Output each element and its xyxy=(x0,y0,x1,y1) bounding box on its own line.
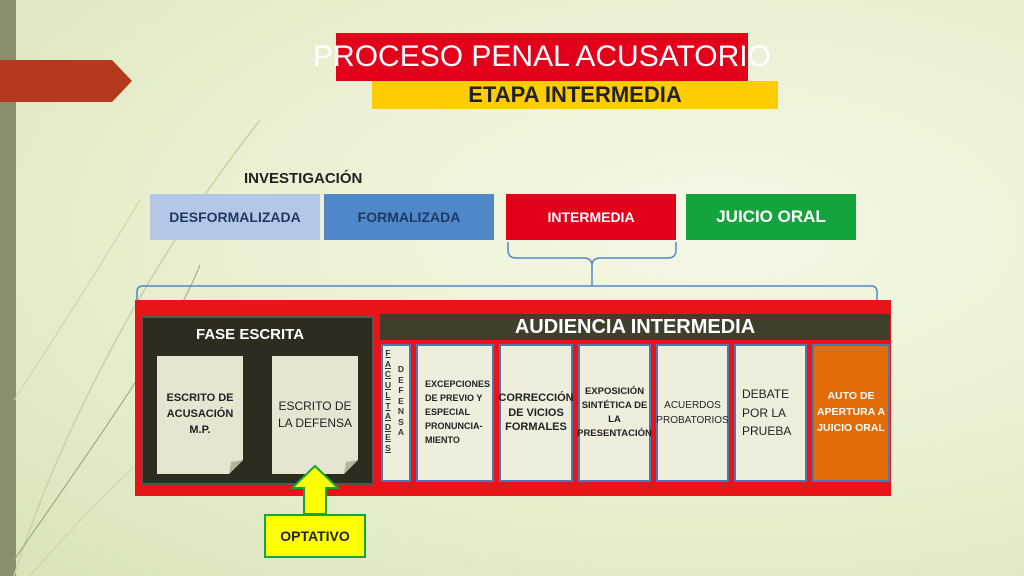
red-arrow-tab-icon xyxy=(0,60,132,102)
escrito-defensa-document: ESCRITO DE LA DEFENSA xyxy=(272,356,358,474)
up-arrow-icon xyxy=(290,464,340,515)
page-title: PROCESO PENAL ACUSATORIO xyxy=(313,33,771,81)
excepciones-box: EXCEPCIONES DE PREVIO Y ESPECIAL PRONUNC… xyxy=(416,344,494,482)
stage-desformalizada: DESFORMALIZADA xyxy=(150,194,320,240)
exposicion-sintetica-box: EXPOSICIÓN SINTÉTICA DE LA PRESENTACIÓN xyxy=(577,344,652,482)
left-decor-bar xyxy=(0,0,16,576)
optativo-label: OPTATIVO xyxy=(264,514,366,558)
facultades-defensa-box xyxy=(381,344,411,482)
investigacion-label: INVESTIGACIÓN xyxy=(244,170,363,187)
auto-apertura-box: AUTO DE APERTURA A JUICIO ORAL xyxy=(812,344,890,482)
stage-formalizada: FORMALIZADA xyxy=(324,194,494,240)
stage-juicio-oral: JUICIO ORAL xyxy=(686,194,856,240)
fase-escrita-title: FASE ESCRITA xyxy=(196,326,305,343)
audiencia-intermedia-title: AUDIENCIA INTERMEDIA xyxy=(380,314,890,340)
escrito-defensa-text: ESCRITO DE LA DEFENSA xyxy=(277,398,353,430)
document-icon xyxy=(272,356,358,474)
document-icon xyxy=(157,356,243,474)
debate-prueba-box: DEBATE POR LA PRUEBA xyxy=(734,344,807,482)
stage-intermedia: INTERMEDIA xyxy=(506,194,676,240)
correccion-vicios-box: CORRECCIÓN DE VICIOS FORMALES xyxy=(498,344,574,482)
page-subtitle: ETAPA INTERMEDIA xyxy=(372,81,778,109)
escrito-acusacion-document: ESCRITO DE ACUSACIÓN M.P. xyxy=(157,356,243,474)
acuerdos-probatorios-box: ACUERDOS PROBATORIOS xyxy=(656,344,729,482)
escrito-acusacion-text: ESCRITO DE ACUSACIÓN M.P. xyxy=(166,392,234,436)
